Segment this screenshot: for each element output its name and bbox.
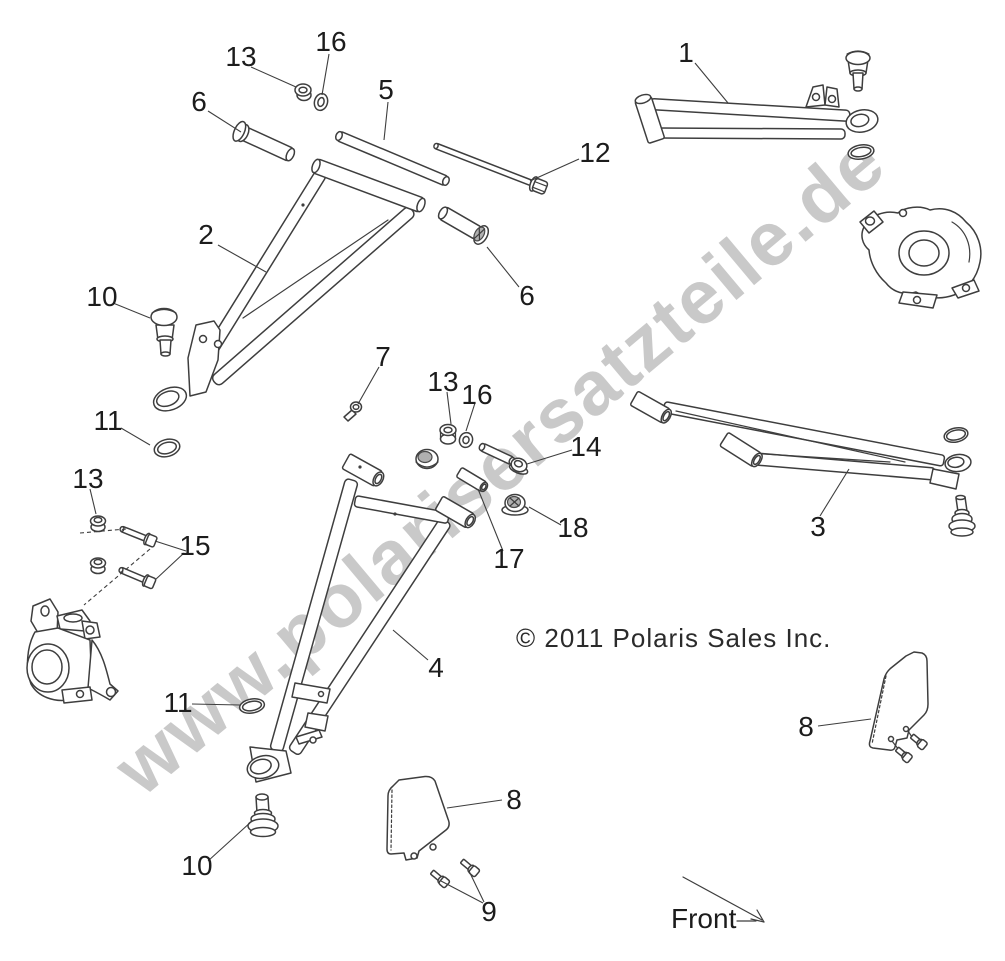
control-arm-upper-right [634,84,879,144]
pivot-bolt-12 [433,142,549,195]
assembly-axis-line [83,548,151,606]
ball-joint-part3 [948,494,976,537]
ball-joint-10-lower [247,793,279,838]
bushing-tube-6-left [232,120,296,162]
bushing-tube-6-right [437,206,490,245]
seal-ring-part1 [847,143,875,161]
leader-line [819,468,850,517]
callout-13: 13 [225,41,257,72]
washer-16-center [458,431,474,449]
flange-nut-14 [508,457,529,475]
cap-bushing-center [415,448,439,470]
callout-4: 4 [428,652,444,683]
leader-line [357,366,380,405]
callout-8: 8 [506,784,522,815]
control-arm-upper-left [152,158,426,412]
leader-line [477,488,504,552]
callout-3: 3 [810,511,826,542]
leader-line [191,703,241,706]
leader-line [529,158,580,182]
leader-line [154,540,187,552]
leader-line [154,552,185,581]
callout-10: 10 [86,281,118,312]
leader-line [392,629,429,661]
front-direction-label: Front [671,903,737,934]
bolt-7 [343,401,363,422]
seal-ring-part3 [943,426,969,444]
o-ring-11-lower [238,698,266,714]
flange-nut-13-top [294,83,312,102]
callout-leader-lines [79,53,872,904]
steering-knuckle-right [859,206,982,309]
leader-line [89,488,97,515]
control-arm-lower-left [246,453,477,783]
copyright-text: © 2011 Polaris Sales Inc. [516,623,832,653]
leader-line [486,246,520,288]
leader-line [440,880,484,904]
callout-8: 8 [798,711,814,742]
callout-1: 1 [678,37,694,68]
ball-joint-10-upper [150,307,178,357]
o-ring-11-upper [153,438,181,458]
callout-7: 7 [375,341,391,372]
washer-16-top [313,92,329,112]
callout-18: 18 [557,512,589,543]
callout-13: 13 [427,366,459,397]
bushing-13-center [439,423,457,445]
ball-joint-part1 [845,50,871,92]
leader-line [250,66,297,88]
pivot-shaft-5 [334,130,450,187]
assembly-axis-line [79,528,127,534]
callout-9: 9 [481,896,497,927]
callout-17: 17 [493,543,525,574]
plate-screws-9-right [895,733,928,764]
callout-16: 16 [315,26,347,57]
leader-line [526,449,573,465]
callout-14: 14 [570,431,602,462]
front-direction-arrow [682,876,765,923]
callout-6: 6 [519,280,535,311]
leader-line [446,391,452,425]
leader-line [694,62,729,104]
spacer-tube-17 [456,467,489,493]
leader-line [120,427,151,446]
leader-line [528,506,562,526]
leader-line [207,820,253,862]
callout-6: 6 [191,86,207,117]
leader-line [465,402,476,432]
guard-plate-left [386,775,450,861]
leader-line [446,799,503,809]
serrated-bushing-18 [501,493,529,516]
leader-line [321,53,330,96]
bushing-13-left-pair [89,515,107,575]
leader-line [217,244,267,273]
callout-13: 13 [72,463,104,494]
leader-line [207,110,242,133]
leader-line [817,718,872,727]
leader-line [383,101,389,141]
callout-10: 10 [181,850,213,881]
steering-knuckle-left [26,598,119,704]
leader-line [468,870,485,903]
callout-16: 16 [461,379,493,410]
callout-11: 11 [93,405,123,436]
callout-15: 15 [179,530,211,561]
callout-5: 5 [378,74,394,105]
leader-line [112,302,151,319]
callout-11: 11 [163,687,193,718]
guard-plate-right [868,651,929,751]
callout-2: 2 [198,219,214,250]
callout-12: 12 [579,137,611,168]
plate-screws-9-left [430,858,481,889]
control-arm-lower-right [630,391,972,490]
